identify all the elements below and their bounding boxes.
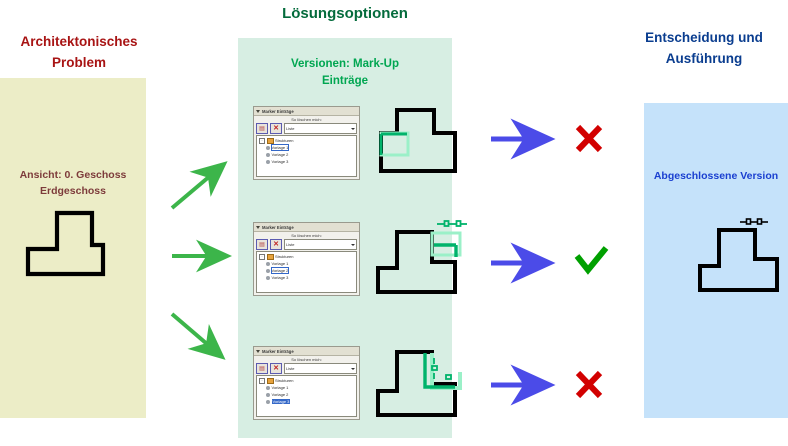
dialog-title-text: Marker Einträge	[262, 348, 294, 354]
tree-item-3[interactable]: Vorlage 3	[259, 274, 354, 281]
tree-item-label: Vorlage 3	[271, 275, 289, 280]
marker-tree[interactable]: - Strukturen Vorlage 1 Vorlage 2 Vorlage…	[256, 251, 357, 293]
markup-dialog-option-1[interactable]: Marker Einträge So löschen mich: ▤ ✕ Lis…	[253, 106, 360, 180]
marker-list-combo[interactable]: Liste	[284, 239, 357, 250]
verdict-accept-2	[574, 246, 609, 275]
chevron-down-icon[interactable]	[256, 225, 260, 229]
tree-item-1[interactable]: Vorlage 1	[259, 384, 354, 391]
marker-icon	[266, 385, 270, 390]
tree-root-label: Strukturen	[275, 138, 294, 143]
marker-tree[interactable]: - Strukturen Vorlage 1 Vorlage 2 Vorlage…	[256, 375, 357, 417]
decision-version-caption: Abgeschlossene Version	[653, 170, 779, 182]
marker-icon	[266, 152, 270, 157]
combo-value: Liste	[286, 366, 295, 371]
tree-item-label: Vorlage 2	[271, 152, 289, 157]
tree-root-row[interactable]: - Strukturen	[259, 377, 354, 384]
markup-dialog-option-2[interactable]: Marker Einträge So löschen mich: ▤ ✕ Lis…	[253, 222, 360, 296]
marker-tree[interactable]: - Strukturen Vorlage 1 Vorlage 2 Vorlage…	[256, 135, 357, 177]
folder-icon	[266, 377, 274, 384]
tree-item-label: Vorlage 1	[270, 144, 290, 151]
marker-icon	[266, 392, 270, 397]
dialog-title-bar: Marker Einträge	[254, 223, 359, 232]
expand-icon[interactable]: -	[259, 253, 265, 260]
branch-arrow-down	[170, 312, 226, 360]
marker-icon	[266, 261, 270, 266]
tree-item-label: Vorlage 2	[271, 392, 289, 397]
options-subtitle: Versionen: Mark-Up Einträge	[291, 58, 399, 87]
decision-heading: Entscheidung und Ausführung	[645, 30, 763, 66]
marker-icon	[266, 145, 270, 150]
clear-marker-button[interactable]: ✕	[270, 239, 282, 250]
tree-item-1[interactable]: Vorlage 1	[259, 144, 354, 151]
delete-marker-button[interactable]: ▤	[256, 123, 268, 134]
tree-root-row[interactable]: - Strukturen	[259, 253, 354, 260]
dialog-title-bar: Marker Einträge	[254, 107, 359, 116]
folder-icon	[266, 137, 274, 144]
chevron-down-icon[interactable]	[256, 349, 260, 353]
marker-icon	[266, 399, 270, 404]
markup-dialog-option-3[interactable]: Marker Einträge So löschen mich: ▤ ✕ Lis…	[253, 346, 360, 420]
clear-marker-button[interactable]: ✕	[270, 123, 282, 134]
marker-icon	[266, 159, 270, 164]
dialog-toolbar: ▤ ✕ Liste	[254, 363, 359, 374]
tree-item-3[interactable]: Vorlage 3	[259, 398, 354, 405]
tree-root-label: Strukturen	[275, 378, 294, 383]
dialog-title-bar: Marker Einträge	[254, 347, 359, 356]
clear-marker-button[interactable]: ✕	[270, 363, 282, 374]
combo-value: Liste	[286, 126, 295, 131]
tree-root-row[interactable]: - Strukturen	[259, 137, 354, 144]
tree-item-label: Vorlage 1	[271, 385, 289, 390]
marker-list-combo[interactable]: Liste	[284, 363, 357, 374]
delete-marker-button[interactable]: ▤	[256, 363, 268, 374]
chevron-down-icon[interactable]	[351, 243, 355, 246]
tree-item-label: Vorlage 3	[271, 399, 291, 404]
marker-icon	[266, 268, 270, 273]
tree-item-3[interactable]: Vorlage 3	[259, 158, 354, 165]
marker-icon	[266, 275, 270, 280]
dialog-subtitle: So löschen mich:	[291, 117, 322, 122]
tree-root-label: Strukturen	[275, 254, 294, 259]
problem-view-caption: Ansicht: 0. Geschoss Erdgeschoss	[19, 169, 127, 197]
chevron-down-icon[interactable]	[351, 127, 355, 130]
expand-icon[interactable]: -	[259, 377, 265, 384]
branch-arrow-up	[170, 161, 228, 210]
tree-item-2[interactable]: Vorlage 2	[259, 267, 354, 274]
tree-item-2[interactable]: Vorlage 2	[259, 391, 354, 398]
dialog-toolbar: ▤ ✕ Liste	[254, 239, 359, 250]
options-heading: Lösungsoptionen	[282, 5, 408, 22]
dialog-subtitle: So löschen mich:	[291, 233, 322, 238]
dialog-title-text: Marker Einträge	[262, 108, 294, 114]
verdict-reject-1	[575, 124, 603, 153]
problem-heading: Architektonisches Problem	[20, 34, 138, 70]
marker-list-combo[interactable]: Liste	[284, 123, 357, 134]
tree-item-label: Vorlage 3	[271, 159, 289, 164]
dialog-title-text: Marker Einträge	[262, 224, 294, 230]
tree-item-1[interactable]: Vorlage 1	[259, 260, 354, 267]
verdict-reject-3	[575, 370, 603, 399]
chevron-down-icon[interactable]	[351, 367, 355, 370]
folder-icon	[266, 253, 274, 260]
chevron-down-icon[interactable]	[256, 109, 260, 113]
delete-marker-button[interactable]: ▤	[256, 239, 268, 250]
decision-panel	[644, 103, 788, 418]
problem-panel	[0, 78, 146, 418]
dialog-toolbar: ▤ ✕ Liste	[254, 123, 359, 134]
tree-item-label: Vorlage 1	[271, 261, 289, 266]
dialog-subtitle: So löschen mich:	[291, 357, 322, 362]
tree-item-label: Vorlage 2	[270, 267, 290, 274]
combo-value: Liste	[286, 242, 295, 247]
tree-item-2[interactable]: Vorlage 2	[259, 151, 354, 158]
expand-icon[interactable]: -	[259, 137, 265, 144]
